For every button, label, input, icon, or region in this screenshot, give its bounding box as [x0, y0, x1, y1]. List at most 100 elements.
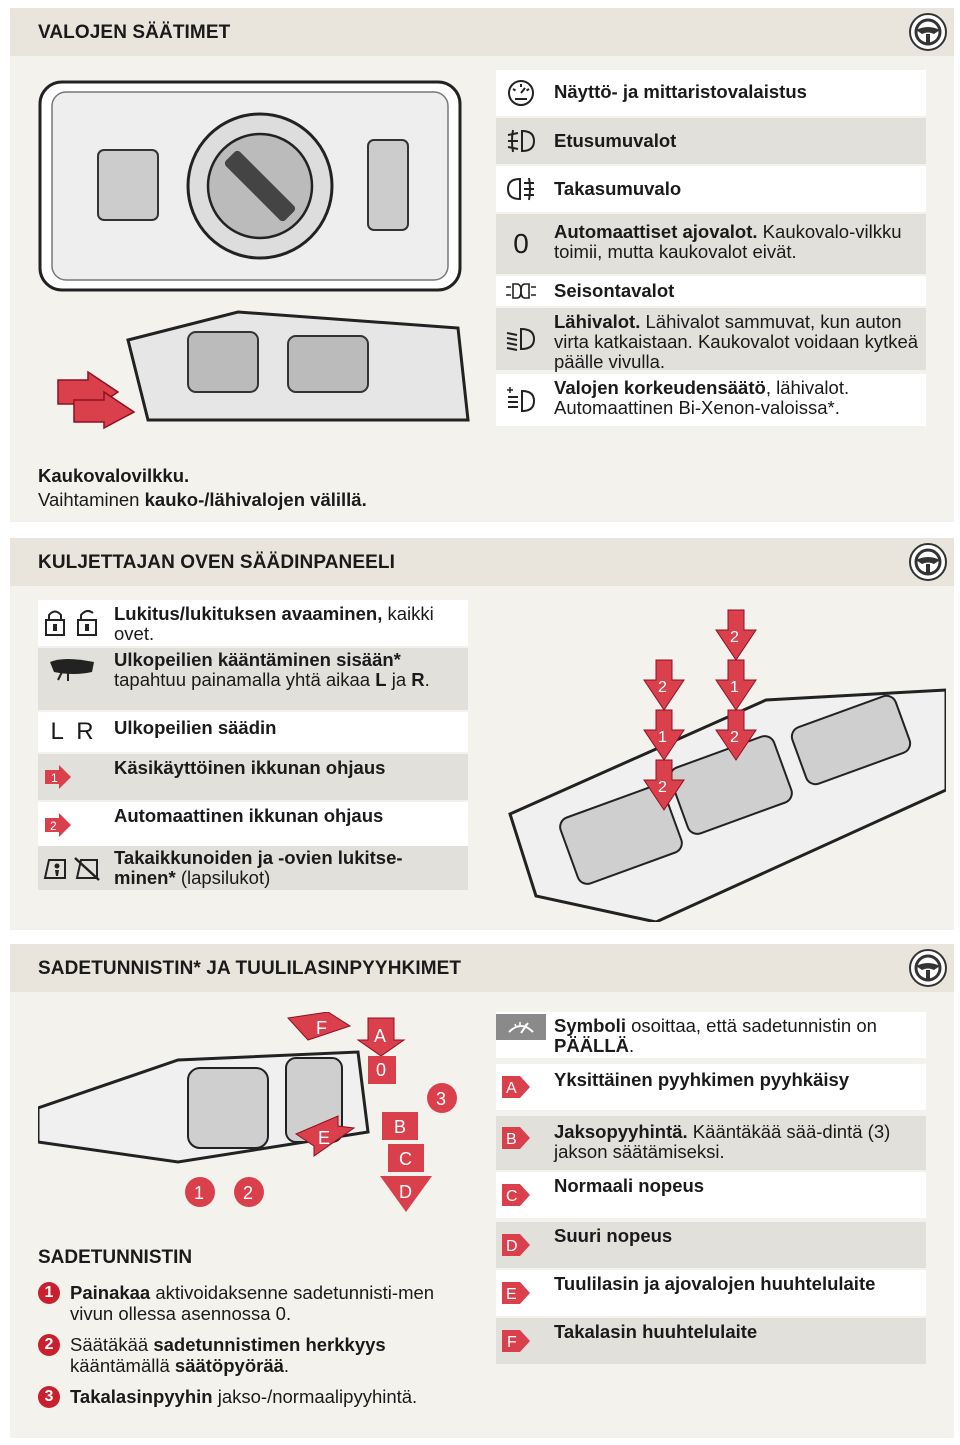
stalk-label-f: F — [316, 1018, 327, 1038]
row-text: tapahtuu painamalla yhtä aikaa — [114, 669, 376, 690]
door-title: KULJETTAJAN OVEN SÄÄDINPANEELI — [38, 552, 395, 573]
rain-row-a: A Yksittäinen pyyhkimen pyyhkäisy — [496, 1064, 926, 1110]
row-bold: Näyttö- ja mittaristovalaistus — [554, 81, 807, 102]
caption-bold-2: kauko-/lähivalojen välillä. — [144, 489, 367, 510]
row-text-2: ja — [386, 669, 412, 690]
row-text-3: . — [424, 669, 430, 690]
step-number: 2 — [38, 1334, 60, 1356]
step-bold: Takalasinpyyhin — [70, 1386, 213, 1407]
row-bold-2: PÄÄLLÄ — [554, 1035, 630, 1056]
rain-sensor-icon — [508, 1022, 534, 1034]
row-text: osoittaa, että sadetunnistin on — [625, 1015, 877, 1036]
letter-b-icon: B — [502, 1127, 530, 1149]
switch-label: 1 — [658, 729, 667, 746]
step-text-2: . — [283, 1355, 290, 1376]
arrow-1-icon: 1 — [45, 765, 71, 789]
parking-light-icon — [506, 283, 536, 299]
caption-text: Vaihtaminen — [38, 489, 145, 510]
legend-row-rear-fog: Takasumuvalo — [496, 166, 926, 212]
dashboard-light-icon — [508, 80, 534, 106]
row-bold: Normaali nopeus — [554, 1175, 705, 1196]
row-text: Lähivalot sammuvat, kun auton virta katk… — [554, 311, 919, 372]
row-bold: Valojen korkeudensäätö — [554, 377, 766, 398]
rain-section: SADETUNNISTIN* JA TUULILASINPYYHKIMET F … — [10, 944, 954, 1438]
row-bold: Ulkopeilien kääntäminen sisään* — [114, 649, 401, 670]
row-text: Kaukovalo-vilkku toimii, mutta kaukovalo… — [554, 221, 902, 262]
row-text: kaikki ovet. — [114, 603, 434, 644]
row-bold: Symboli — [554, 1015, 626, 1036]
svg-text:2: 2 — [50, 819, 57, 833]
door-row-mirror-adjust: L R Ulkopeilien säädin — [38, 712, 468, 752]
step-bold: Painakaa — [70, 1282, 151, 1303]
stalk-label-3: 3 — [436, 1089, 446, 1109]
arrow-2-icon: 2 — [45, 813, 71, 837]
stalk-label-c: C — [399, 1149, 412, 1169]
letter-c: C — [506, 1188, 518, 1205]
step-bold-2: säätöpyörää — [174, 1355, 284, 1376]
rain-header: SADETUNNISTIN* JA TUULILASINPYYHKIMET — [10, 944, 954, 992]
letter-a: A — [506, 1080, 517, 1097]
steering-wheel-icon — [909, 13, 947, 51]
child-lock-icon — [43, 857, 100, 881]
zero-symbol: 0 — [513, 228, 529, 259]
letter-d-icon: D — [502, 1234, 530, 1256]
row-bold: Suuri nopeus — [554, 1225, 673, 1246]
switch-label: 2 — [658, 779, 667, 796]
lights-section: VALOJEN SÄÄTIMET Näyttö- ja mittaristova… — [10, 8, 954, 522]
switch-label: 2 — [658, 679, 667, 696]
front-fog-icon — [507, 129, 536, 153]
lr-symbols: L R — [50, 718, 94, 745]
door-header: KULJETTAJAN OVEN SÄÄDINPANEELI — [10, 538, 954, 586]
letter-c-icon: C — [502, 1184, 530, 1206]
legend-row-parking: Seisontavalot — [496, 276, 926, 306]
letter-f-icon: F — [502, 1330, 530, 1352]
door-section: KULJETTAJAN OVEN SÄÄDINPANEELI Lukitus/l… — [10, 538, 954, 930]
legend-row-front-fog: Etusumuvalot — [496, 118, 926, 164]
row-bold: Lukitus/lukituksen avaaminen, — [114, 603, 383, 624]
rain-title: SADETUNNISTIN* JA TUULILASINPYYHKIMET — [38, 958, 462, 979]
light-switch-illustration — [38, 80, 470, 430]
switch-label: 2 — [730, 629, 739, 646]
wiper-stalk-illustration: F A 0 3 B C D E 1 2 — [38, 1012, 457, 1212]
stalk-label-e: E — [318, 1128, 330, 1148]
rain-sensor-steps: 1 Painakaa aktivoidaksenne sadetunnisti-… — [38, 1282, 468, 1417]
stalk-label-d: D — [399, 1182, 412, 1202]
rain-subtitle: SADETUNNISTIN — [38, 1247, 193, 1268]
row-text: , lähivalot. Automaattinen Bi-Xenon-valo… — [554, 377, 850, 418]
row-bold: Lähivalot. — [554, 311, 641, 332]
letter-e-icon: E — [502, 1282, 530, 1304]
row-bold: Seisontavalot — [554, 280, 675, 301]
low-beam-icon — [506, 327, 536, 351]
step-bold: sadetunnistimen herkkyys — [153, 1334, 386, 1355]
row-bold: Tuulilasin ja ajovalojen huuhtelulaite — [554, 1273, 876, 1294]
row-bold: Yksittäinen pyyhkimen pyyhkäisy — [554, 1069, 850, 1090]
letter-b: B — [506, 1131, 517, 1148]
row-bold: Jaksopyyhintä. — [554, 1121, 688, 1142]
row-text: Kääntäkää sää-dintä (3) jakson säätämise… — [554, 1121, 891, 1162]
steering-wheel-icon — [909, 949, 947, 987]
row-bold-l: L — [375, 669, 387, 690]
legend-row-beam-level: Valojen korkeudensäätö, lähivalot. Autom… — [496, 374, 926, 426]
door-row-lock: Lukitus/lukituksen avaaminen, kaikki ove… — [38, 600, 468, 646]
stalk-label-b: B — [394, 1117, 406, 1137]
stalk-label-a: A — [374, 1026, 386, 1046]
row-bold: Automaattinen ikkunan ohjaus — [114, 805, 384, 826]
door-row-manual-window: 1 Käsikäyttöinen ikkunan ohjaus — [38, 754, 468, 800]
row-bold: Käsikäyttöinen ikkunan ohjaus — [114, 757, 386, 778]
step-text: aktivoidaksenne sadetunnisti-men vivun o… — [70, 1282, 435, 1324]
stalk-label-1: 1 — [194, 1183, 204, 1203]
window-switch-illustration: 2 1 2 2 1 2 — [508, 609, 946, 922]
lights-caption: Kaukovalovilkku. Vaihtaminen kauko-/lähi… — [38, 464, 638, 512]
row-bold: Takaikkunoiden ja -ovien lukitse-minen* — [114, 847, 403, 888]
rain-row-e: E Tuulilasin ja ajovalojen huuhtelulaite — [496, 1270, 926, 1316]
rain-row-symbol: Symboli osoittaa, että sadetunnistin on … — [496, 1012, 926, 1058]
step-text: kääntämällä — [70, 1355, 175, 1376]
switch-label: 2 — [730, 729, 739, 746]
door-row-auto-window: 2 Automaattinen ikkunan ohjaus — [38, 802, 468, 848]
lights-title: VALOJEN SÄÄTIMET — [38, 22, 231, 43]
stalk-label-0: 0 — [376, 1060, 386, 1080]
rain-step-1: 1 Painakaa aktivoidaksenne sadetunnisti-… — [38, 1282, 468, 1324]
row-text-2: . — [629, 1035, 635, 1056]
letter-f: F — [507, 1334, 517, 1351]
rear-fog-icon — [506, 177, 534, 201]
